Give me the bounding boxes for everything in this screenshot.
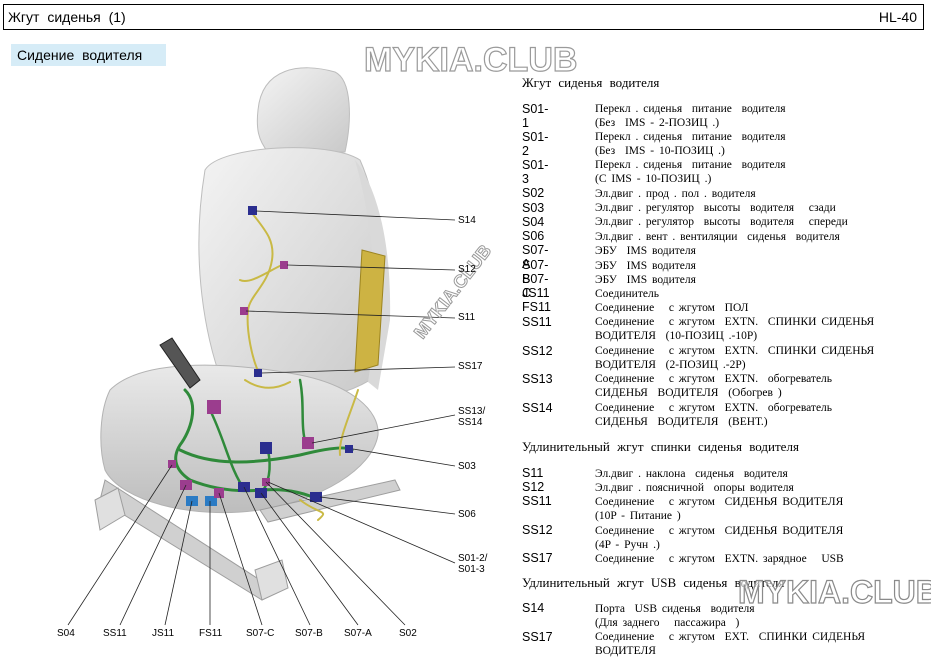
callout-s07-a: S07-A — [344, 628, 372, 639]
legend-code: FS11 — [522, 300, 551, 314]
legend-desc: Эл.двиг . регулятор высоты водителя спер… — [595, 216, 848, 228]
callout-s01-3: S01-3 — [458, 564, 485, 575]
legend-desc: Соединение с жгутом EXTN. СПИНКИ СИДЕНЬЯ… — [595, 316, 875, 342]
legend-desc: Эл.двиг . прод . пол . водителя — [595, 188, 756, 200]
legend-desc: ЭБУ IMS водителя — [595, 260, 696, 272]
legend-desc: Перекл . сиденья питание водителя (Без I… — [595, 103, 786, 129]
legend-code: SS11 — [522, 315, 552, 329]
callout-s07-b: S07-B — [295, 628, 323, 639]
legend-code: SS14 — [522, 401, 553, 415]
legend-heading: Удлинительный жгут спинки сиденья водите… — [522, 439, 799, 454]
legend-code: S01-1 — [522, 102, 549, 130]
callout-s04: S04 — [57, 628, 75, 639]
legend-code: S14 — [522, 601, 545, 615]
legend-code: S07-B — [522, 258, 549, 286]
callout-ss17: SS17 — [458, 361, 483, 372]
seat-harness-diagram — [67, 67, 456, 626]
section-tag: Сидение водителя — [11, 44, 166, 66]
legend-desc: Соединение с жгутом EXTN. СПИНКИ СИДЕНЬЯ… — [595, 345, 875, 371]
legend-code: S06 — [522, 229, 545, 243]
watermark-top: MYKIA.CLUB — [363, 40, 578, 79]
legend-desc: Соединение с жгутом EXTN. зарядное USB — [595, 553, 844, 565]
callout-fs11: FS11 — [199, 628, 223, 639]
watermark-bottom: MYKIA.CLUB — [737, 573, 931, 610]
legend-desc: Соединение с жгутом EXTN. обогреватель С… — [595, 373, 833, 399]
legend-desc: Эл.двиг . вент . вентиляции сиденья води… — [595, 231, 840, 243]
legend-desc: Эл.двиг . регулятор высоты водителя сзад… — [595, 202, 836, 214]
callout-js11: JS11 — [152, 628, 175, 639]
legend-desc: Соединение с жгутом EXTN. обогреватель С… — [595, 402, 833, 428]
legend-code: SS12 — [522, 523, 553, 537]
legend-desc: Порта USB сиденья водителя (Для заднего … — [595, 603, 755, 629]
legend-code: SS17 — [522, 551, 553, 565]
legend-code: S03 — [522, 201, 545, 215]
legend-code: SS11 — [522, 494, 552, 508]
legend-code: S07-A — [522, 243, 549, 271]
legend-heading: Жгут сиденья водителя — [522, 75, 660, 90]
lumbar-pad — [354, 249, 386, 373]
callout-s11: S11 — [458, 312, 476, 323]
callout-s03: S03 — [458, 461, 476, 472]
legend-desc: ЭБУ IMS водителя — [595, 245, 696, 257]
legend-code: S11 — [522, 466, 544, 480]
seat-cushion — [100, 364, 379, 514]
headrest — [256, 67, 350, 153]
legend-heading: Удлинительный жгут USB сиденья водителя — [522, 575, 785, 590]
legend-code: SS12 — [522, 344, 553, 358]
backrest — [198, 147, 383, 401]
legend-code: JS11 — [522, 286, 550, 300]
page-title: Жгут сиденья (1) — [8, 9, 126, 25]
page-header: Жгут сиденья (1) HL-40 — [3, 4, 924, 30]
callout-s01-2: S01-2/ — [458, 553, 488, 564]
legend-code: S07-C — [522, 272, 549, 300]
legend-desc: Соединение с жгутом СИДЕНЬЯ ВОДИТЕЛЯ (4P… — [595, 525, 844, 551]
callout-s14: S14 — [458, 215, 476, 226]
legend-desc: Эл.двиг . поясничной опоры водителя — [595, 482, 794, 494]
rail-bracket — [254, 559, 289, 601]
callout-s12: S12 — [458, 264, 476, 275]
callout-ss11: SS11 — [103, 628, 127, 639]
seatbelt-buckle — [159, 337, 201, 389]
legend-code: SS13 — [522, 372, 553, 386]
legend-desc: Перекл . сиденья питание водителя (С IMS… — [595, 159, 786, 185]
legend-code: S04 — [522, 215, 545, 229]
legend-desc: Соединение с жгутом СИДЕНЬЯ ВОДИТЕЛЯ (10… — [595, 496, 844, 522]
callout-s02: S02 — [399, 628, 417, 639]
callout-ss14: SS14 — [458, 417, 483, 428]
callout-s07-c: S07-C — [246, 628, 275, 639]
legend-code: SS17 — [522, 630, 553, 644]
page-code: HL-40 — [878, 9, 917, 25]
callout-ss13: SS13/ — [458, 406, 486, 417]
legend-desc: Эл.двиг . наклона сиденья водителя — [595, 468, 788, 480]
rail-bracket — [94, 487, 126, 531]
legend-code: S01-3 — [522, 158, 549, 186]
legend-desc: Соединение с жгутом EXT. СПИНКИ СИДЕНЬЯ … — [595, 631, 866, 657]
legend-code: S01-2 — [522, 130, 549, 158]
legend-code: S02 — [522, 186, 545, 200]
legend-code: S12 — [522, 480, 545, 494]
backrest-side-bolster — [355, 160, 391, 390]
callout-s06: S06 — [458, 509, 476, 520]
legend-desc: Перекл . сиденья питание водителя (Без I… — [595, 131, 786, 157]
legend-desc: Соединитель — [595, 288, 659, 300]
leader-lines — [67, 210, 456, 626]
legend-desc: Соединение с жгутом ПОЛ — [595, 302, 749, 314]
legend-desc: ЭБУ IMS водителя — [595, 274, 696, 286]
